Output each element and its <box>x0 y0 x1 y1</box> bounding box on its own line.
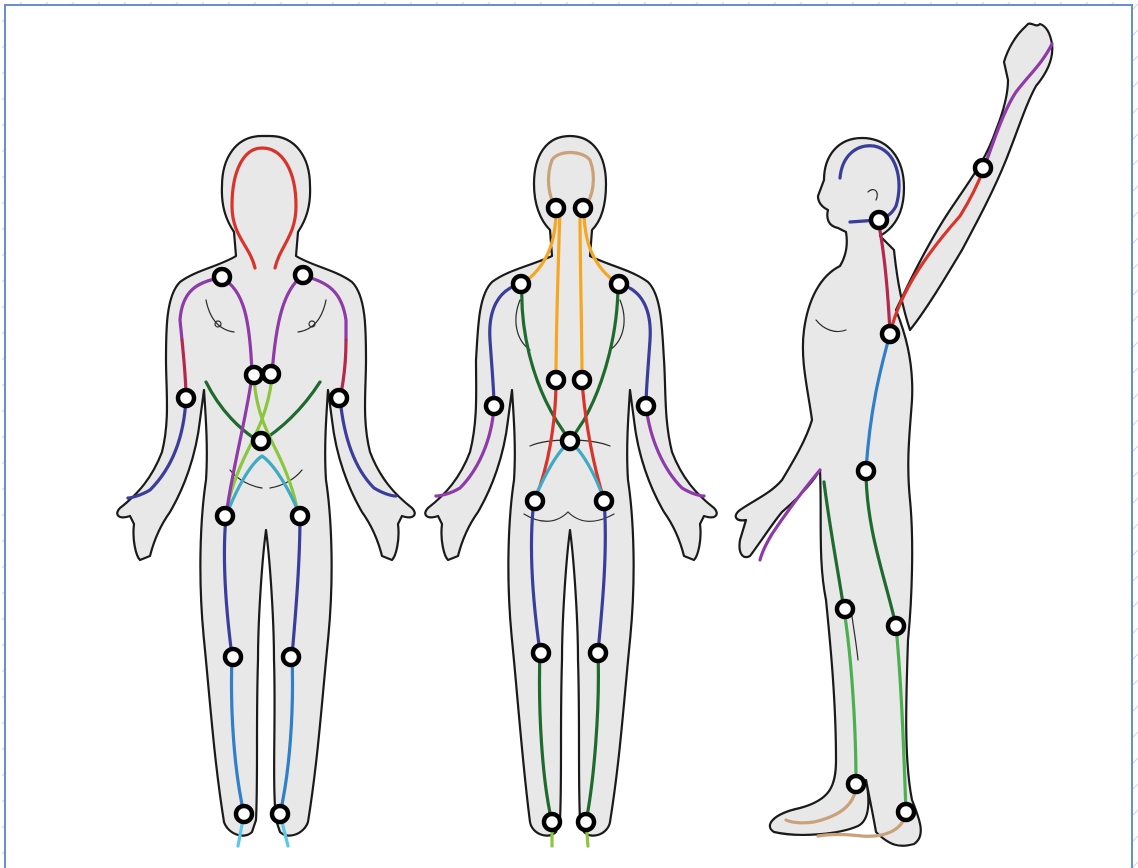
back-node-neck-right <box>575 200 591 216</box>
back-node-ankle-left <box>544 814 560 830</box>
front-node-navel <box>253 433 269 449</box>
front-node-sternum-right <box>263 366 279 382</box>
front-node-shoulder-right <box>295 267 311 283</box>
front-node-hip-right <box>292 508 308 524</box>
side-node-upper-arm <box>975 160 991 176</box>
side-node-knee-front <box>837 601 853 617</box>
back-node-elbow-right <box>638 398 654 414</box>
back-node-spine-right <box>574 372 590 388</box>
front-node-hip-left <box>217 508 233 524</box>
back-node-hip-left <box>527 493 543 509</box>
back-node-elbow-left <box>486 398 502 414</box>
front-node-elbow-left <box>178 390 194 406</box>
front-node-sternum-left <box>246 367 262 383</box>
back-node-spine-left <box>548 372 564 388</box>
front-node-knee-left <box>225 649 241 665</box>
back-node-neck-left <box>548 200 564 216</box>
side-view-figure <box>736 24 1053 846</box>
back-node-shoulder-right <box>611 276 627 292</box>
side-node-jaw <box>871 212 887 228</box>
back-node-ankle-right <box>578 814 594 830</box>
side-node-ankle-back <box>898 804 914 820</box>
back-node-shoulder-left <box>513 276 529 292</box>
front-node-ankle-right <box>272 806 288 822</box>
back-node-knee-right <box>590 645 606 661</box>
back-node-lower-back <box>562 433 578 449</box>
side-body-outline <box>736 24 1053 846</box>
side-node-chest <box>882 326 898 342</box>
side-node-hip <box>858 463 874 479</box>
back-view-figure <box>425 136 717 846</box>
front-node-shoulder-left <box>214 269 230 285</box>
front-view-figure <box>117 136 415 846</box>
front-node-elbow-right <box>331 390 347 406</box>
side-node-ankle-front <box>848 776 864 792</box>
front-node-ankle-left <box>236 806 252 822</box>
front-node-knee-right <box>283 649 299 665</box>
back-node-knee-left <box>533 645 549 661</box>
side-node-knee-back <box>888 618 904 634</box>
back-body-outline <box>425 136 717 836</box>
back-spine-orange-right <box>580 210 582 378</box>
back-node-hip-right <box>596 493 612 509</box>
